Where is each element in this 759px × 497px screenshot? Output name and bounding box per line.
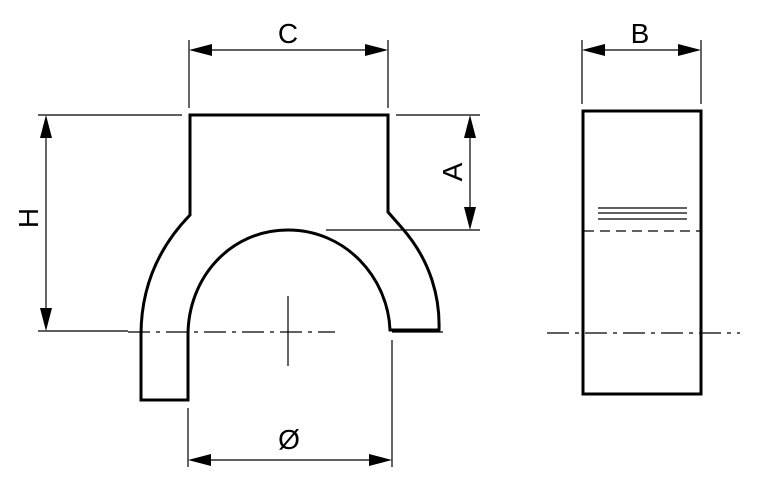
dim-h-arrow-bottom <box>40 308 52 331</box>
dim-dia-arrow-left <box>188 454 211 466</box>
dim-b-arrow-right <box>678 44 701 56</box>
dim-a-arrow-top <box>464 115 476 138</box>
dimension-h-label: H <box>13 208 44 228</box>
dim-c-arrow-left <box>189 44 212 56</box>
front-view: C A H Ø <box>13 18 480 467</box>
dimension-a-label: A <box>437 162 468 181</box>
dim-dia-arrow-right <box>369 454 392 466</box>
dim-c-arrow-right <box>365 44 388 56</box>
dimension-c-label: C <box>278 18 298 49</box>
dimension-diameter: Ø <box>188 424 392 466</box>
dim-a-arrow-bottom <box>464 207 476 230</box>
front-view-outline <box>139 113 441 402</box>
side-view: B <box>547 18 740 396</box>
dimension-b-label: B <box>631 18 650 49</box>
dimension-diameter-label: Ø <box>278 424 300 455</box>
dim-b-arrow-left <box>582 44 605 56</box>
dimension-b: B <box>582 18 701 56</box>
dimension-a: A <box>437 115 476 230</box>
dimension-c: C <box>189 18 388 56</box>
dim-h-arrow-top <box>40 115 52 138</box>
side-view-outline <box>581 109 703 396</box>
dimension-h: H <box>13 115 52 331</box>
